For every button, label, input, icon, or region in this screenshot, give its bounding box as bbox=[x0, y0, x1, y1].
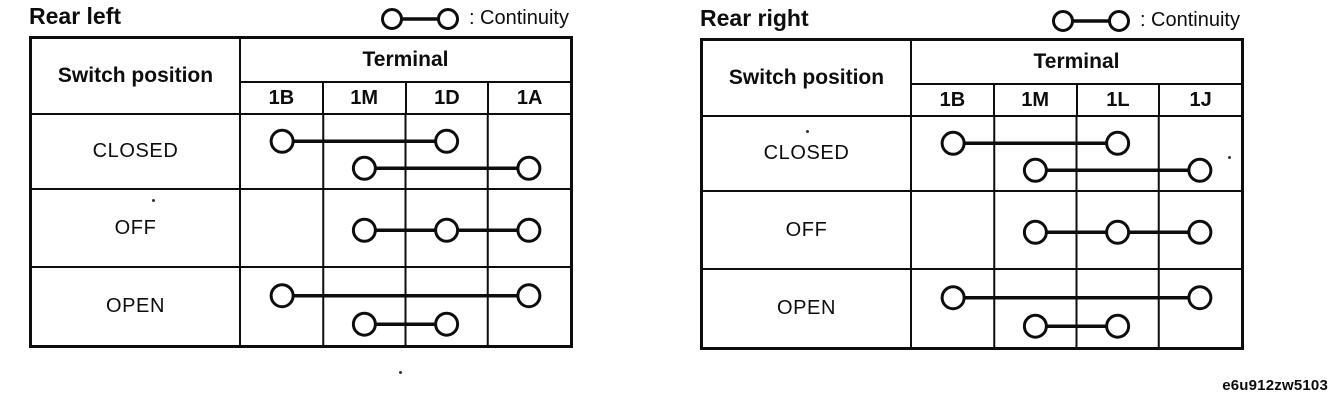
panel-header: Rear left : Continuity bbox=[29, 2, 573, 35]
continuity-symbol-icon bbox=[380, 7, 459, 30]
continuity-connections bbox=[940, 270, 1213, 347]
terminal-label: 1J bbox=[1158, 83, 1241, 115]
switch-position-header: Switch position bbox=[57, 64, 214, 87]
rear-right-panel: Rear right : Continuity Switch position … bbox=[700, 4, 1244, 350]
legend-label: : Continuity bbox=[1139, 9, 1240, 31]
continuity-diagram-cell bbox=[910, 115, 1241, 190]
legend-label: : Continuity bbox=[468, 7, 569, 29]
scan-speck bbox=[152, 199, 155, 202]
continuity-diagram-cell bbox=[239, 266, 570, 345]
switch-position-open: OPEN bbox=[32, 266, 239, 345]
scan-speck bbox=[806, 130, 809, 133]
terminal-header: Terminal bbox=[910, 41, 1241, 83]
scan-speck bbox=[1228, 156, 1231, 159]
continuity-connections bbox=[269, 268, 542, 345]
panel-header: Rear right : Continuity bbox=[700, 4, 1244, 37]
continuity-diagram-cell bbox=[910, 268, 1241, 347]
switch-position-off: OFF bbox=[32, 188, 239, 266]
continuity-connections bbox=[269, 115, 542, 188]
continuity-diagram-cell bbox=[239, 113, 570, 188]
continuity-connections bbox=[322, 190, 542, 266]
terminal-label: 1A bbox=[487, 81, 570, 113]
terminal-label: 1M bbox=[992, 83, 1076, 115]
panel-title: Rear right bbox=[700, 5, 809, 31]
switch-position-header: Switch position bbox=[728, 66, 885, 89]
continuity-legend: : Continuity bbox=[1051, 7, 1240, 35]
document-code: e6u912zw5103 bbox=[1222, 377, 1328, 394]
continuity-table: Switch position Terminal 1B 1M 1D 1A CLO… bbox=[29, 36, 573, 348]
terminal-label: 1B bbox=[910, 83, 993, 115]
switch-position-off: OFF bbox=[703, 190, 910, 268]
continuity-legend: : Continuity bbox=[380, 5, 569, 33]
terminal-label: 1D bbox=[404, 81, 488, 113]
terminal-header: Terminal bbox=[239, 39, 570, 81]
terminal-label: 1M bbox=[321, 81, 405, 113]
scan-speck bbox=[399, 371, 402, 374]
rear-left-panel: Rear left : Continuity Switch position T… bbox=[29, 2, 573, 348]
continuity-symbol-icon bbox=[1051, 9, 1130, 32]
terminal-label: 1L bbox=[1075, 83, 1159, 115]
continuity-connections bbox=[940, 117, 1213, 190]
continuity-diagram-cell bbox=[910, 190, 1241, 268]
continuity-table: Switch position Terminal 1B 1M 1L 1J CLO… bbox=[700, 38, 1244, 350]
terminal-label: 1B bbox=[239, 81, 322, 113]
continuity-diagram-cell bbox=[239, 188, 570, 266]
continuity-connections bbox=[993, 192, 1213, 268]
switch-position-closed: CLOSED bbox=[32, 113, 239, 188]
switch-position-closed: CLOSED bbox=[703, 115, 910, 190]
panel-title: Rear left bbox=[29, 3, 122, 29]
switch-position-open: OPEN bbox=[703, 268, 910, 347]
